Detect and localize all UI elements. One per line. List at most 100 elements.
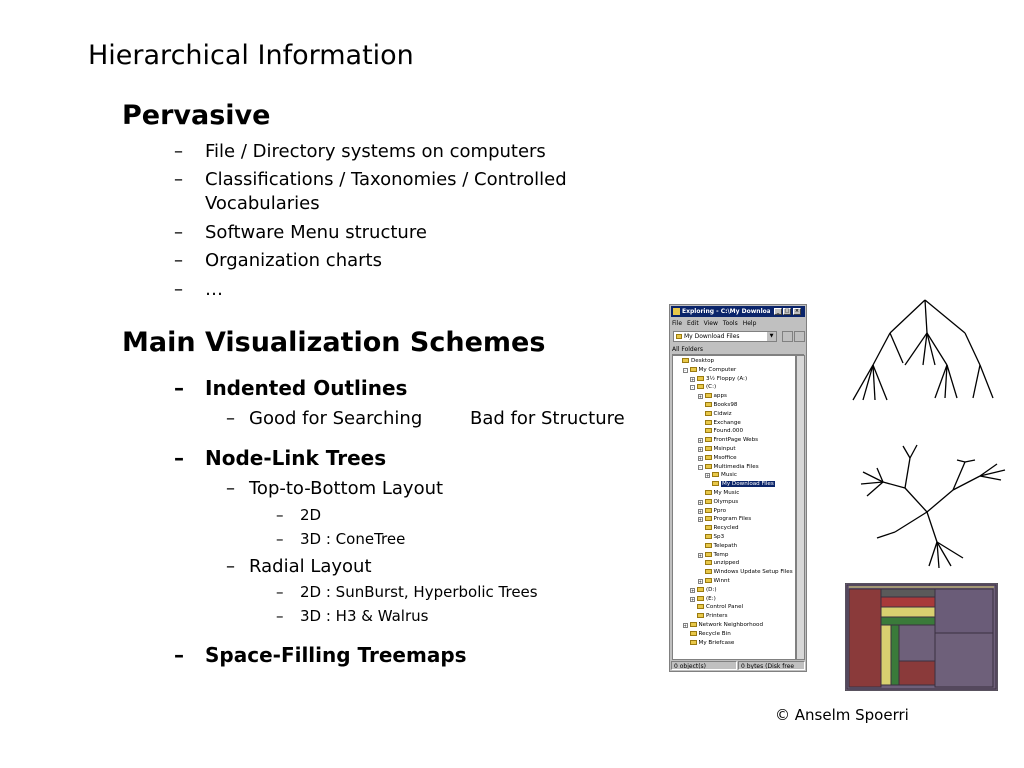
tree-node[interactable]: +FrontPage Webs	[697, 436, 758, 445]
tree-node[interactable]: +apps	[697, 392, 727, 401]
menu-view[interactable]: View	[703, 320, 718, 327]
expand-icon[interactable]: +	[697, 508, 703, 514]
tree-node-label: Olympus	[713, 498, 739, 505]
folder-tree[interactable]: Desktop-My Computer+3½ Floppy (A:)-(C:)+…	[672, 355, 796, 660]
folder-icon	[712, 472, 719, 478]
tree-node[interactable]: +Msoffice	[697, 454, 737, 463]
tree-node-label: Music	[721, 472, 737, 479]
expand-icon[interactable]: +	[690, 587, 695, 593]
bullet-good-for-searching: Good for Searching	[249, 408, 423, 429]
tree-node[interactable]: Books98	[704, 401, 737, 410]
tree-node[interactable]: +Ppro	[697, 507, 726, 516]
close-button[interactable]: ×	[793, 308, 801, 315]
tree-node[interactable]: My Briefcase	[689, 639, 735, 648]
tree-node[interactable]: Windows Update Setup Files	[704, 568, 793, 577]
collapse-icon[interactable]: -	[682, 367, 688, 373]
tree-node-label: My Download Files	[721, 481, 775, 488]
tree-node-label: My Briefcase	[698, 639, 735, 646]
bullet-top-to-bottom: Top-to-Bottom Layout	[249, 478, 444, 499]
explorer-menubar: File Edit View Tools Help	[672, 319, 761, 328]
folder-icon	[704, 507, 712, 513]
tree-node[interactable]: + Olympus	[697, 498, 739, 507]
expand-icon[interactable]: +	[682, 623, 688, 628]
bullet-org-charts: Organization charts	[205, 250, 382, 271]
expand-icon[interactable]: +	[690, 376, 695, 382]
address-combobox[interactable]: My Download Files ▼	[673, 331, 777, 342]
tree-node-label: Network Neighborhood	[698, 622, 764, 628]
section-heading-pervasive: Pervasive	[122, 100, 271, 131]
menu-tools[interactable]: Tools	[722, 320, 738, 327]
tree-node[interactable]: +(E:)	[690, 595, 716, 604]
tree-node[interactable]: Recycle Bin	[689, 630, 731, 639]
folder-icon	[704, 516, 712, 522]
tree-node-label: My Computer	[698, 366, 737, 373]
folder-icon	[697, 613, 704, 619]
tree-node[interactable]: + Temp	[697, 551, 729, 560]
menu-file[interactable]: File	[672, 320, 683, 327]
folder-icon	[704, 578, 712, 583]
bullet-3d-h3-walrus: 3D : H3 & Walrus	[300, 607, 429, 625]
tree-node-label: Exchange	[713, 419, 741, 426]
expand-icon[interactable]: +	[697, 552, 703, 558]
tree-node[interactable]: + Music	[705, 471, 737, 480]
map-drive-icon[interactable]	[794, 331, 805, 342]
expand-icon[interactable]: +	[697, 438, 703, 444]
expand-icon[interactable]: +	[690, 596, 695, 602]
tree-node[interactable]: +3½ Floppy (A:)	[690, 375, 747, 384]
bullet-dash: –	[174, 643, 184, 667]
tree-node[interactable]: +Msinput	[697, 445, 736, 454]
tree-node[interactable]: Sp3	[704, 533, 724, 542]
folder-icon	[704, 393, 712, 399]
tree-node[interactable]: Found.000	[704, 427, 743, 436]
tree-node[interactable]: +Winnt	[697, 577, 730, 586]
folder-icon	[704, 402, 712, 407]
menu-help[interactable]: Help	[742, 320, 757, 327]
tree-node[interactable]: unzipped	[704, 559, 739, 568]
folder-icon	[689, 630, 697, 636]
tree-node[interactable]: +(D:)	[690, 586, 717, 595]
tree-node[interactable]: + Network Neighborhood	[682, 621, 764, 630]
expand-icon[interactable]: +	[697, 394, 703, 400]
expand-icon[interactable]: +	[697, 447, 703, 452]
tree-node[interactable]: - My Computer	[682, 366, 737, 375]
tree-node[interactable]: Control Panel	[697, 603, 743, 612]
folder-icon	[704, 437, 712, 443]
section-heading-main-visualization: Main Visualization Schemes	[122, 327, 546, 358]
collapse-icon[interactable]: -	[690, 385, 695, 391]
tree-node[interactable]: My Download Files	[712, 480, 775, 489]
tree-scrollbar[interactable]	[796, 355, 805, 660]
expand-icon[interactable]: +	[697, 499, 703, 505]
collapse-icon[interactable]: -	[697, 464, 703, 470]
tree-node[interactable]: Printers	[697, 612, 728, 621]
tree-node[interactable]: Exchange	[704, 419, 741, 428]
bullet-dash: –	[174, 141, 183, 162]
tree-node[interactable]: My Music	[704, 489, 739, 498]
tree-node-label: Control Panel	[706, 604, 744, 611]
minimize-button[interactable]: _	[774, 308, 782, 315]
expand-icon[interactable]: +	[697, 579, 703, 584]
folder-icon	[697, 375, 704, 381]
tree-node[interactable]: -Multimedia Files	[697, 463, 759, 472]
tree-node-label: Program Files	[713, 516, 752, 523]
tree-node[interactable]: + Program Files	[697, 515, 752, 524]
tree-node[interactable]: Recycled	[704, 524, 739, 533]
address-value: My Download Files	[684, 333, 740, 340]
tree-node-label: Recycled	[713, 525, 739, 532]
tree-node[interactable]: Desktop	[682, 357, 714, 366]
expand-icon[interactable]: +	[697, 517, 703, 523]
tree-node[interactable]: Cidwiz	[704, 410, 732, 419]
tree-node-label: Temp	[713, 551, 729, 558]
expand-icon[interactable]: +	[705, 473, 710, 479]
bullet-dash: –	[226, 556, 235, 577]
up-folder-icon[interactable]	[782, 331, 793, 342]
bullet-dash: –	[276, 607, 284, 625]
tree-node[interactable]: Telepath	[704, 542, 737, 551]
tree-node[interactable]: -(C:)	[690, 383, 716, 392]
bullet-dash: –	[226, 478, 235, 499]
explorer-statusbar: 0 object(s) 0 bytes (Disk free	[671, 661, 805, 671]
dropdown-arrow-icon[interactable]: ▼	[767, 332, 776, 341]
expand-icon[interactable]: +	[697, 455, 703, 461]
maximize-button[interactable]: □	[783, 308, 791, 315]
folder-icon	[697, 604, 704, 610]
menu-edit[interactable]: Edit	[687, 320, 699, 327]
